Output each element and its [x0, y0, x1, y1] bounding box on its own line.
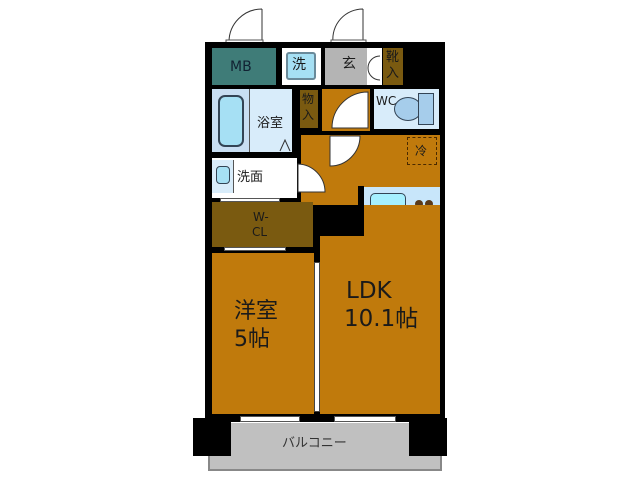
- ldk-label-top: LDK: [346, 278, 392, 304]
- entrance-label: 玄: [342, 56, 356, 72]
- toilet-label: WC: [376, 94, 397, 108]
- laundry-space: 洗: [282, 48, 321, 85]
- refrigerator-space: 冷: [407, 137, 437, 165]
- western-room: 洋室 5帖: [212, 253, 314, 414]
- shoe-cabinet-door-icon: [367, 55, 381, 81]
- balcony-pillar-right-top: [409, 418, 447, 456]
- western-window: [240, 416, 300, 422]
- washing-machine-icon: 洗: [286, 52, 316, 80]
- sink-icon: [216, 166, 230, 184]
- shoe-storage: 靴 入: [383, 48, 403, 85]
- washroom-label: 洗面: [237, 170, 264, 185]
- ldk-window: [334, 416, 396, 422]
- shoe-storage-label-bottom: 入: [386, 66, 400, 81]
- bath-door-icon: [279, 139, 291, 152]
- bathroom: 浴室: [212, 89, 292, 152]
- ldk-size-label: 10.1帖: [344, 306, 419, 332]
- wcl-sliding-door: [224, 247, 286, 251]
- wcl-label-bottom: CL: [252, 225, 268, 239]
- balcony-label: バルコニー: [282, 436, 347, 451]
- washroom: 洗面: [212, 158, 297, 198]
- mb-label: MB: [230, 59, 252, 75]
- kitchen-wall: [358, 186, 364, 236]
- western-room-size-label: 5帖: [234, 327, 270, 352]
- shoe-storage-label-top: 靴: [386, 50, 400, 65]
- hallway: [322, 89, 370, 131]
- ldk-room: LDK 10.1帖: [320, 236, 440, 414]
- closet-label-bottom: 入: [302, 108, 315, 122]
- mb-door-swing-icon: [225, 8, 264, 44]
- closet-label-top: 物: [302, 92, 315, 106]
- mb-room: MB: [212, 48, 276, 85]
- laundry-label: 洗: [292, 57, 306, 73]
- western-room-label: 洋室: [234, 299, 279, 324]
- bathroom-label: 浴室: [257, 116, 284, 131]
- balcony-pillar-left-top: [193, 418, 231, 456]
- entrance-door-swing-icon: [330, 8, 367, 44]
- washroom-door-swing-icon: [297, 163, 326, 193]
- toilet-tank-icon: [418, 93, 434, 125]
- toilet-wc: WC: [374, 89, 439, 129]
- bathtub-icon: [218, 95, 244, 147]
- wcl-label-top: W-: [253, 210, 269, 224]
- room-sliding-door: [314, 262, 320, 412]
- refrigerator-label: 冷: [415, 144, 428, 158]
- walk-in-closet: W- CL: [212, 202, 313, 247]
- closet: 物 入: [300, 90, 318, 128]
- ldk-door-swing-icon: [329, 135, 361, 167]
- entrance-genkan: 玄: [325, 48, 367, 85]
- stove-burner-icon: [425, 200, 433, 208]
- wcl-sliding-door: [220, 198, 280, 202]
- balcony: バルコニー: [208, 423, 442, 471]
- ldk-column: [358, 205, 440, 236]
- stove-burner-icon: [415, 200, 423, 208]
- toilet-door-swing-icon: [331, 91, 369, 129]
